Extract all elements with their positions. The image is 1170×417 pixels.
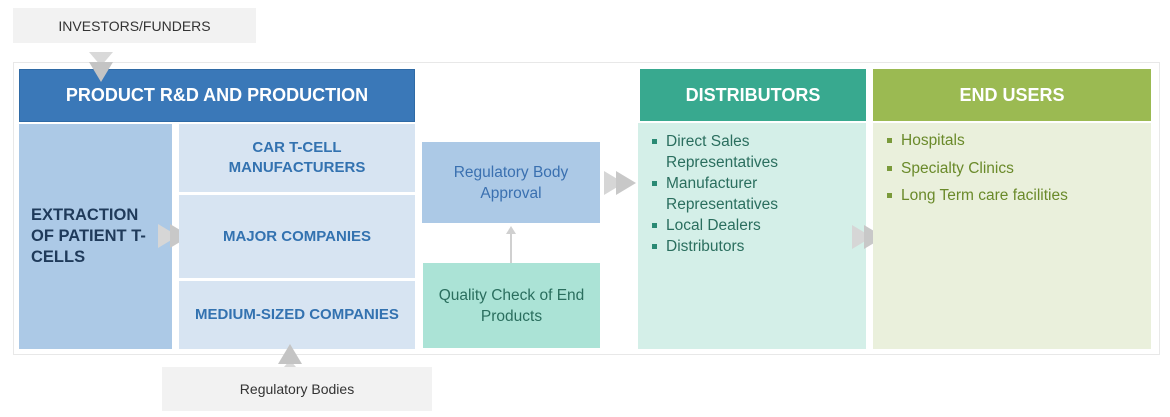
list-item: Hospitals bbox=[885, 127, 1141, 155]
list-item: Local Dealers bbox=[650, 215, 856, 236]
list-item: Direct Sales Representatives bbox=[650, 131, 856, 173]
investors-funders-box: INVESTORS/FUNDERS bbox=[13, 8, 256, 43]
end-users-body: Hospitals Specialty Clinics Long Term ca… bbox=[873, 123, 1151, 349]
end-users-header: END USERS bbox=[873, 69, 1151, 121]
regulatory-body-approval-label: Regulatory Body Approval bbox=[453, 163, 569, 202]
segment-label: MAJOR COMPANIES bbox=[222, 227, 372, 245]
segment-major-companies: MAJOR COMPANIES bbox=[179, 195, 415, 278]
quality-check-box: Quality Check of End Products bbox=[423, 263, 600, 348]
down-arrow-icon bbox=[88, 52, 114, 84]
end-users-list: Hospitals Specialty Clinics Long Term ca… bbox=[885, 127, 1141, 210]
distributors-header-label: DISTRIBUTORS bbox=[685, 84, 821, 105]
product-rnd-header-label: PRODUCT R&D AND PRODUCTION bbox=[65, 85, 369, 105]
distributors-list: Direct Sales Representatives Manufacture… bbox=[650, 131, 856, 257]
right-arrow-icon bbox=[604, 170, 638, 196]
list-item: Distributors bbox=[650, 236, 856, 257]
connector-up-arrow-icon bbox=[505, 224, 517, 264]
segment-label: CAR T-CELL MANUFACTURERS bbox=[228, 139, 366, 176]
quality-check-label: Quality Check of End Products bbox=[438, 286, 585, 325]
segment-car-t-cell-manufacturers: CAR T-CELL MANUFACTURERS bbox=[179, 124, 415, 192]
investors-funders-label: INVESTORS/FUNDERS bbox=[58, 17, 211, 34]
distributors-header: DISTRIBUTORS bbox=[640, 69, 866, 121]
segment-medium-sized-companies: MEDIUM-SIZED COMPANIES bbox=[179, 281, 415, 349]
segment-label: MEDIUM-SIZED COMPANIES bbox=[195, 306, 399, 323]
extraction-label: EXTRACTION OF PATIENT T-CELLS bbox=[31, 206, 146, 266]
regulatory-bodies-label: Regulatory Bodies bbox=[239, 381, 355, 397]
list-item: Long Term care facilities bbox=[885, 182, 1141, 210]
list-item: Specialty Clinics bbox=[885, 155, 1141, 183]
list-item: Manufacturer Representatives bbox=[650, 173, 856, 215]
product-rnd-header: PRODUCT R&D AND PRODUCTION bbox=[19, 69, 415, 122]
regulatory-bodies-box: Regulatory Bodies bbox=[162, 367, 432, 411]
distributors-body: Direct Sales Representatives Manufacture… bbox=[638, 123, 866, 349]
end-users-header-label: END USERS bbox=[959, 84, 1065, 105]
regulatory-body-approval-box: Regulatory Body Approval bbox=[422, 142, 600, 223]
extraction-of-patient-t-cells-box: EXTRACTION OF PATIENT T-CELLS bbox=[19, 124, 172, 349]
